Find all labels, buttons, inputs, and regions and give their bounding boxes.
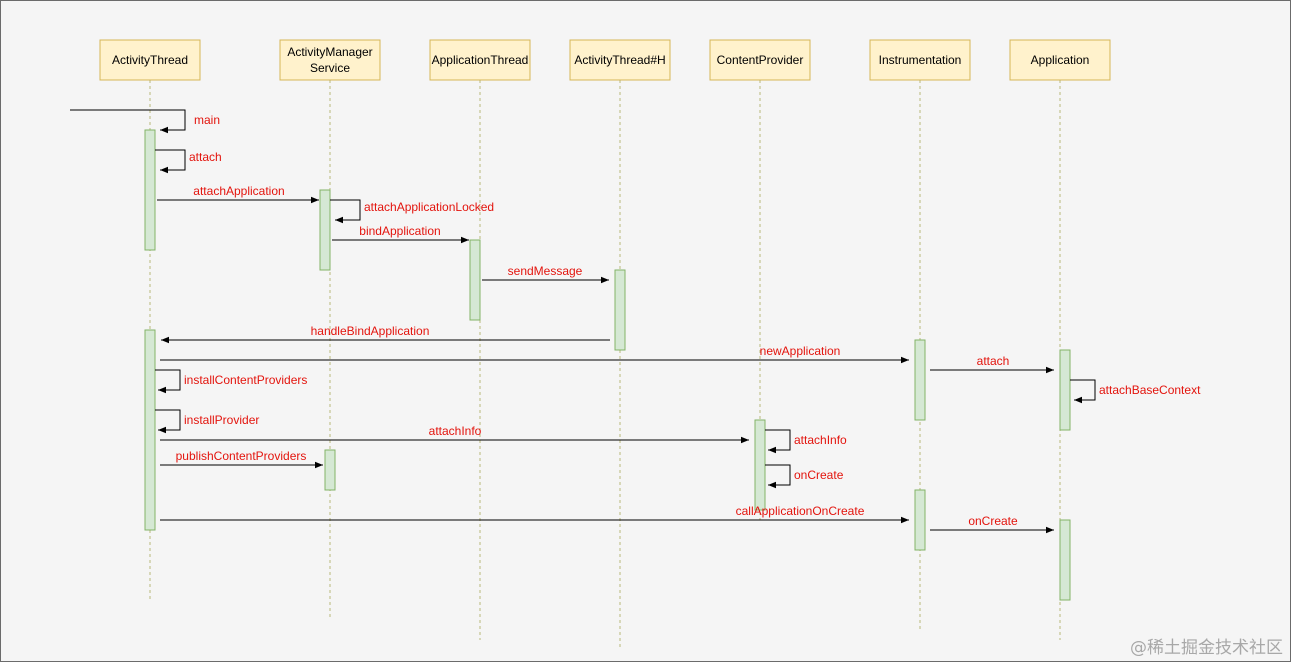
message-label: attachApplicationLocked [364,200,494,214]
message-callapplicationoncreate: callApplicationOnCreate [160,504,909,524]
message-attach-instrumentation: attach [930,354,1054,374]
participant-label: ActivityThread [112,53,188,67]
message-label: attachInfo [794,433,847,447]
participant-label: ApplicationThread [432,53,529,67]
message-label: main [194,113,220,127]
participant-label: Application [1031,53,1090,67]
message-installcontentproviders: installContentProviders [155,369,307,394]
message-handlebindapplication: handleBindApplication [161,324,610,344]
message-bindapplication: bindApplication [332,224,469,244]
message-label: sendMessage [508,264,583,278]
message-label: attachApplication [193,184,284,198]
activation-bar [319,189,331,271]
message-publishcontentproviders: publishContentProviders [160,449,323,469]
message-label: attach [977,354,1010,368]
activation-bar [144,129,156,251]
participant-label: ContentProvider [717,53,804,67]
message-newapplication: newApplication [160,344,909,364]
message-label: installContentProviders [184,373,307,387]
message-attachapplicationlocked: attachApplicationLocked [330,199,494,224]
activation-bar [1059,519,1071,601]
message-attachinfo-self: attachInfo [765,429,847,454]
message-label: attach [189,150,222,164]
participant-instrumentation: Instrumentation [869,39,971,81]
activation-bar [914,489,926,551]
participant-label: ActivityThread#H [574,53,665,67]
message-oncreate-contentprovider: onCreate [765,464,844,489]
message-label: onCreate [968,514,1018,528]
activations [144,129,1071,601]
message-attach: attach [155,149,222,174]
participant-label: Service [310,61,350,75]
message-attachapplication: attachApplication [157,184,319,204]
activation-bar [914,339,926,421]
message-label: publishContentProviders [176,449,307,463]
participant-activitythread-h: ActivityThread#H [569,39,671,81]
message-attachinfo-contentprovider: attachInfo [160,424,749,444]
message-main: main [70,109,220,134]
watermark: @稀土掘金技术社区 [1130,638,1283,658]
participant-application: Application [1009,39,1111,81]
activation-bar [754,419,766,511]
message-label: handleBindApplication [311,324,430,338]
activation-bar [324,449,336,491]
participant-label: ActivityManager [287,45,372,59]
message-label: bindApplication [359,224,440,238]
participant-contentprovider: ContentProvider [709,39,811,81]
message-label: callApplicationOnCreate [736,504,865,518]
activation-bar [1059,349,1071,431]
message-attachbasecontext: attachBaseContext [1070,379,1201,404]
activation-bar [144,329,156,531]
message-label: newApplication [760,344,841,358]
message-installprovider: installProvider [155,409,259,434]
participant-label: Instrumentation [879,53,962,67]
participant-applicationthread: ApplicationThread [429,39,531,81]
message-label: attachInfo [429,424,482,438]
message-sendmessage: sendMessage [482,264,609,284]
participant-activitymanagerservice: ActivityManager Service [279,39,381,81]
message-label: onCreate [794,468,844,482]
message-oncreate-application: onCreate [930,514,1054,534]
message-label: installProvider [184,413,259,427]
activation-bar [614,269,626,351]
message-label: attachBaseContext [1099,383,1201,397]
participant-activitythread: ActivityThread [99,39,201,81]
activation-bar [469,239,481,321]
